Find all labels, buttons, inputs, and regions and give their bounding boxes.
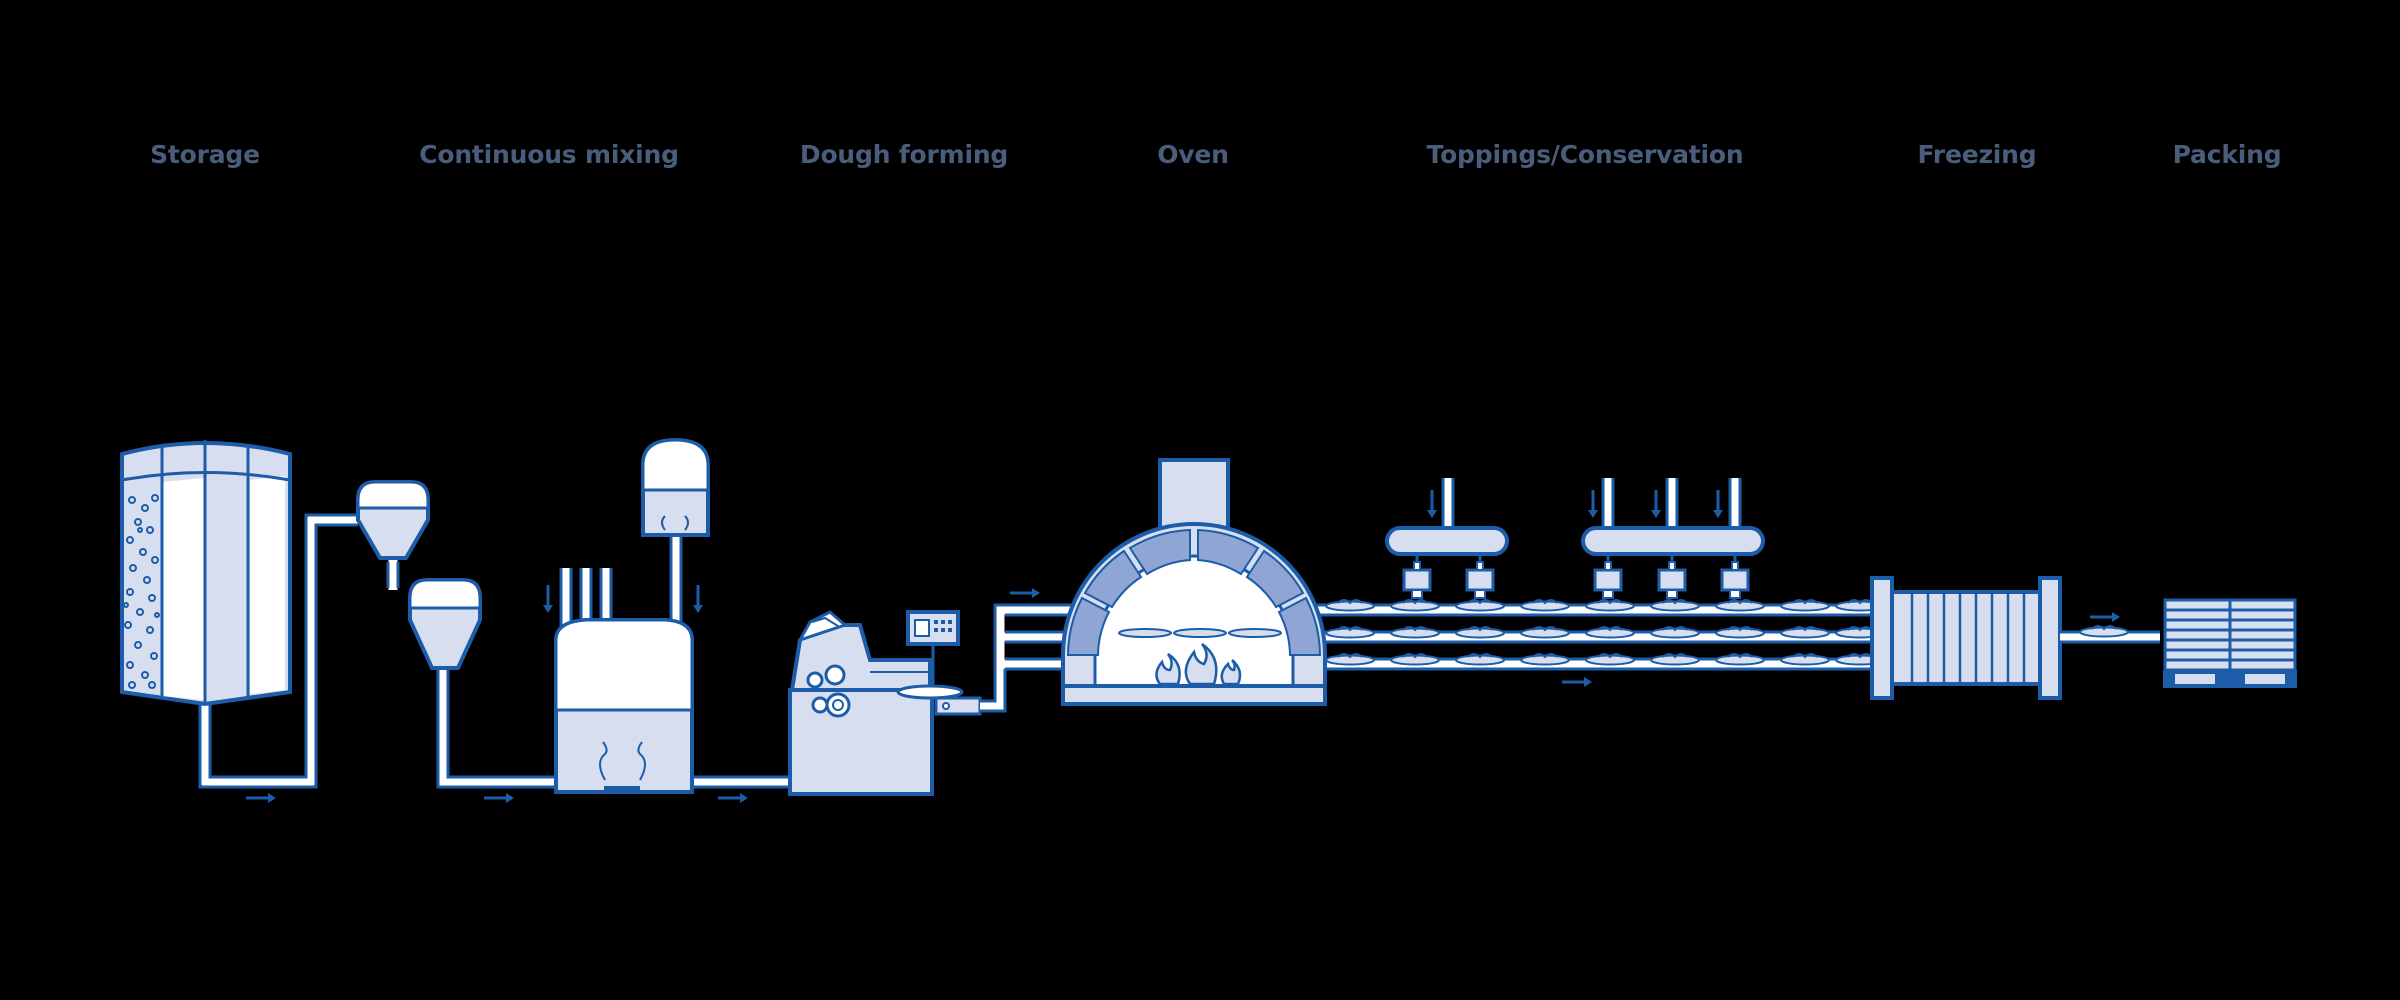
oven <box>1061 458 1327 706</box>
input-arrow-icon <box>691 583 705 615</box>
flow-arrow-icon <box>1008 586 1042 600</box>
water-tank <box>641 437 710 537</box>
input-arrow-icon <box>1711 488 1725 520</box>
mixer-tank <box>554 618 694 794</box>
dough-former <box>788 610 982 796</box>
label-storage: Storage <box>150 140 260 169</box>
label-toppings-conservation: Toppings/Conservation <box>1426 140 1744 169</box>
storage-silo <box>120 440 292 707</box>
input-arrow-icon <box>1425 488 1439 520</box>
flow-arrow-icon <box>1560 675 1594 689</box>
freezer-out-conveyor <box>2060 625 2160 644</box>
flow-arrow-icon <box>244 791 278 805</box>
label-packing: Packing <box>2172 140 2282 169</box>
pallet-stack <box>2163 598 2297 688</box>
flow-arrow-icon <box>2088 610 2122 624</box>
input-arrow-icon <box>1649 488 1663 520</box>
label-oven: Oven <box>1157 140 1229 169</box>
input-arrow-icon <box>541 583 555 615</box>
topping-station-2 <box>1581 478 1765 600</box>
freezer <box>1870 576 2062 700</box>
label-continuous-mixing: Continuous mixing <box>419 140 679 169</box>
flow-arrow-icon <box>716 791 750 805</box>
label-dough-forming: Dough forming <box>799 140 1009 169</box>
input-arrow-icon <box>1586 488 1600 520</box>
topping-station-1 <box>1385 478 1509 600</box>
storage-pipe-outline <box>198 513 358 789</box>
flow-arrow-icon <box>482 791 516 805</box>
hopper-lower <box>408 578 482 670</box>
hopper-upper <box>356 480 430 560</box>
label-freezing: Freezing <box>1917 140 2037 169</box>
storage-pipe <box>200 515 358 787</box>
